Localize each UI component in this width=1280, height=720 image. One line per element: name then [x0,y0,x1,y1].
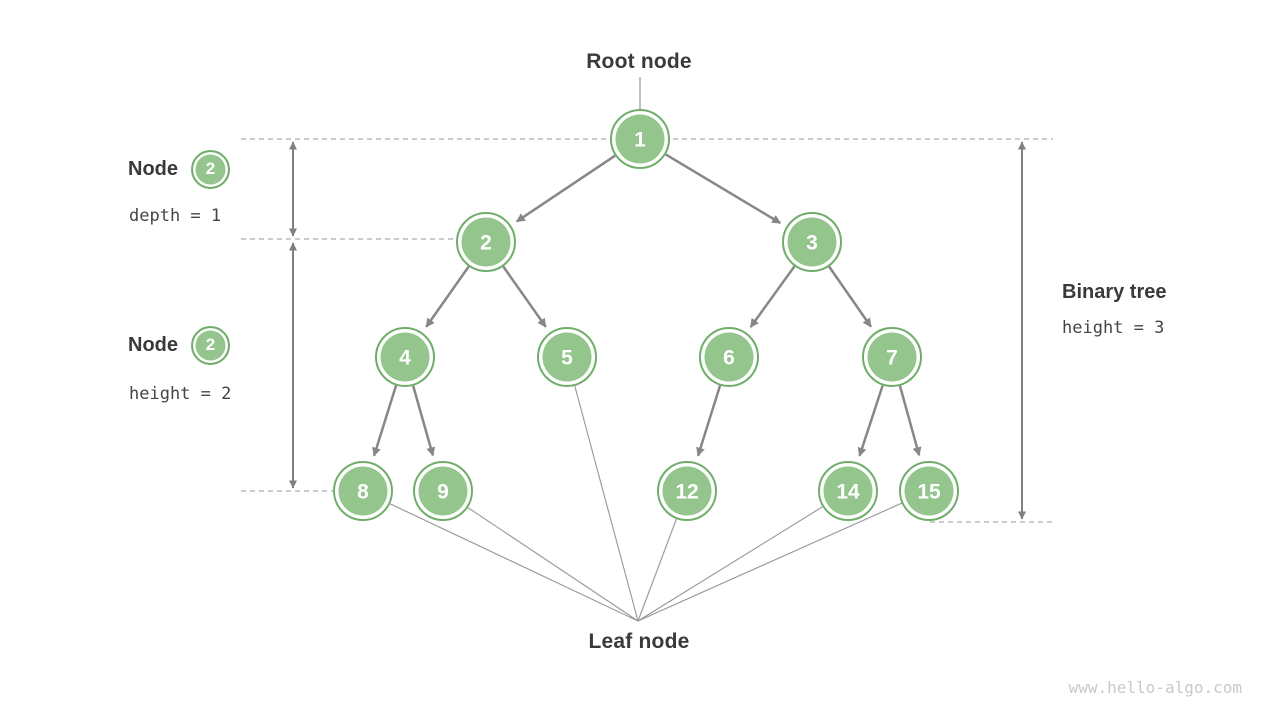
tree-node-8: 8 [333,461,393,521]
tree-node-6: 6 [699,327,759,387]
tree-edge-3-7 [828,265,872,328]
node-circle [662,466,712,516]
annotation-binary-tree-title: Binary tree [1062,281,1167,303]
tree-edge-4-9 [411,385,436,457]
annotation-node-height: Node 2 [128,323,230,367]
watermark: www.hello-algo.com [1068,678,1242,697]
node-badge-icon: 2 [191,149,230,189]
node-circle [867,332,917,382]
annotation-node-depth-title: Node [128,157,178,180]
tree-edge-6-12 [696,385,722,457]
tree-edge-4-8 [372,385,398,457]
annotation-node-height-metric: height = 2 [129,384,232,404]
tree-node-5: 5 [537,327,597,387]
node-circle [823,466,873,516]
node-value: 1 [634,129,646,152]
annotation-node-depth: Node 2 [128,147,230,191]
node-badge-icon: 2 [191,325,230,365]
node-circle [461,217,511,267]
tree-edge-1-3 [665,153,782,225]
tree-node-14: 14 [818,461,878,521]
tree-node-7: 7 [862,327,922,387]
node-circle [380,332,430,382]
node-circle [704,332,754,382]
leaf-leader-line [637,490,930,622]
tree-node-4: 4 [375,327,435,387]
tree-node-2: 2 [456,212,516,272]
node-circle [418,466,468,516]
tree-edge-1-2 [515,154,616,223]
node-value: 14 [836,481,860,504]
node-value: 9 [437,481,449,504]
root-node-label: Root node [586,50,692,73]
annotation-node-height-title: Node [128,333,178,356]
tree-edge-7-14 [857,385,884,457]
node-circle [787,217,837,267]
node-value: 2 [480,232,492,255]
node-value: 4 [399,347,411,370]
node-value: 3 [806,232,818,255]
node-circle [615,114,665,164]
tree-node-9: 9 [413,461,473,521]
node-circle [542,332,592,382]
tree-node-3: 3 [782,212,842,272]
annotation-binary-tree-metric: height = 3 [1062,318,1165,338]
tree-edge-7-15 [898,385,922,457]
tree-node-1: 1 [610,109,670,169]
tree-edge-2-5 [502,265,547,328]
annotation-node-depth-metric: depth = 1 [129,206,222,226]
node-value: 6 [723,347,735,370]
node-value: 7 [886,347,898,370]
node-circle [904,466,954,516]
leaf-leader-line [442,490,639,622]
tree-edge-2-4 [425,265,470,328]
tree-node-15: 15 [899,461,959,521]
node-value: 8 [357,481,369,504]
node-value: 12 [675,481,698,504]
leaf-leader-line [566,356,639,622]
tree-node-12: 12 [657,461,717,521]
node-value: 15 [917,481,941,504]
tree-edge-3-6 [749,265,796,328]
node-value: 5 [561,347,573,370]
leaf-node-label: Leaf node [588,630,690,653]
leaf-leader-line [637,490,849,622]
leaf-leader-line [362,490,639,622]
node-circle [338,466,388,516]
